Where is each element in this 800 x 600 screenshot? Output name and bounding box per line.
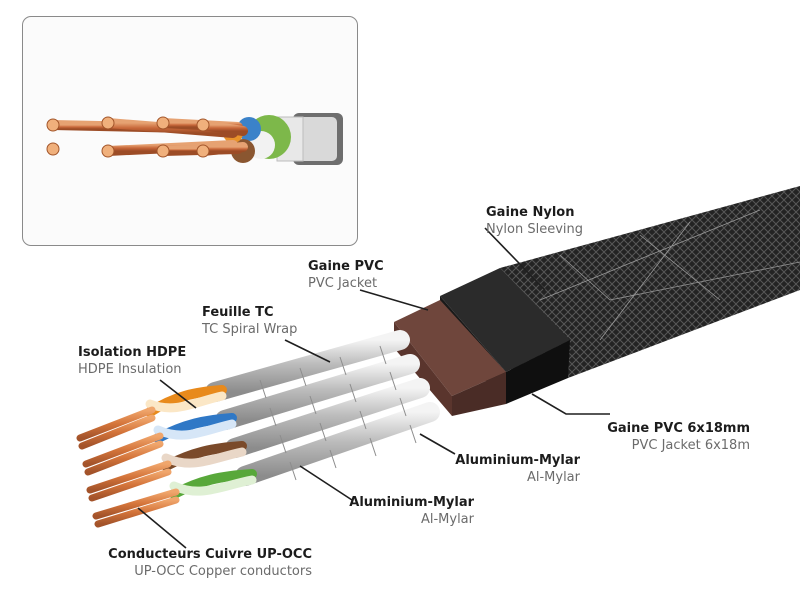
label-pvc-outer: Gaine PVC 6x18mm PVC Jacket 6x18m	[607, 420, 750, 454]
label-fr: Gaine PVC 6x18mm	[607, 421, 750, 436]
label-en: Al-Mylar	[420, 512, 474, 527]
label-en: HDPE Insulation	[78, 362, 182, 377]
label-fr: Feuille TC	[202, 305, 274, 320]
label-en: Nylon Sleeving	[486, 222, 584, 237]
label-al-mylar-2: Aluminium-Mylar Al-Mylar	[349, 494, 474, 528]
label-fr: Aluminium-Mylar	[349, 495, 474, 510]
label-tc-wrap: Feuille TC TC Spiral Wrap	[202, 304, 297, 338]
label-al-mylar-1: Aluminium-Mylar Al-Mylar	[455, 452, 580, 486]
twisted-pairs	[145, 385, 257, 499]
callout-mylar2-line	[299, 465, 353, 501]
label-fr: Gaine Nylon	[486, 205, 575, 220]
callout-tc-line	[284, 339, 331, 363]
label-conductors: Conducteurs Cuivre UP-OCC UP-OCC Copper …	[108, 546, 312, 580]
nylon-sleeving	[500, 186, 800, 378]
label-fr: Aluminium-Mylar	[455, 453, 580, 468]
pvc-jacket-inner	[394, 300, 506, 416]
label-fr: Isolation HDPE	[78, 345, 187, 360]
label-nylon-sleeving: Gaine Nylon Nylon Sleeving	[486, 204, 583, 238]
label-hdpe: Isolation HDPE HDPE Insulation	[78, 344, 186, 378]
callout-lines	[137, 227, 610, 549]
label-fr: Gaine PVC	[308, 259, 384, 274]
label-en: PVC Jacket	[308, 276, 378, 291]
callout-conductors-line	[137, 507, 187, 549]
label-fr: Conducteurs Cuivre UP-OCC	[108, 547, 312, 562]
callout-hdpe-line	[159, 379, 197, 409]
inset-cross-section-photo	[22, 16, 358, 246]
callout-nylon-line	[484, 227, 546, 291]
label-pvc-jacket: Gaine PVC PVC Jacket	[308, 258, 384, 292]
copper-conductors	[76, 406, 180, 528]
callout-mylar1-line	[419, 433, 456, 455]
label-en: PVC Jacket 6x18m	[631, 438, 750, 453]
callout-pvc-outer-line	[531, 393, 610, 415]
label-en: UP-OCC Copper conductors	[134, 564, 312, 579]
foil-wrapped-pairs	[205, 330, 440, 486]
label-en: Al-Mylar	[526, 470, 580, 485]
callout-pvc-line	[359, 289, 429, 311]
label-en: TC Spiral Wrap	[202, 322, 298, 337]
